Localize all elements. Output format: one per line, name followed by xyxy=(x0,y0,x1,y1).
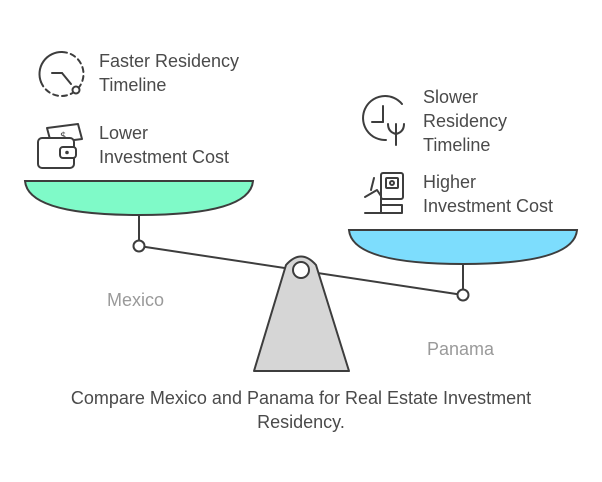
left-item-2-line2: Investment Cost xyxy=(99,147,230,167)
country-label-mexico: Mexico xyxy=(107,290,165,310)
wallet-icon: $ xyxy=(37,123,83,169)
left-item-faster-timeline: Faster Residency Timeline xyxy=(99,49,269,97)
left-pivot xyxy=(132,239,146,253)
left-pan xyxy=(23,180,255,217)
right-item-slower-timeline: Slower Residency Timeline xyxy=(423,85,573,157)
diagram-caption: Compare Mexico and Panama for Real Estat… xyxy=(20,386,582,434)
right-pan xyxy=(347,229,579,266)
right-item-2-line2: Investment Cost xyxy=(423,196,554,216)
country-label-panama: Panama xyxy=(427,339,495,359)
timer-icon xyxy=(38,50,85,97)
fulcrum-pivot xyxy=(292,261,310,279)
hand-money-icon xyxy=(364,172,404,214)
caption-line2: Residency. xyxy=(257,412,345,432)
fulcrum xyxy=(253,255,350,372)
left-item-1-line1: Faster Residency xyxy=(99,51,240,71)
left-item-2-line1: Lower xyxy=(99,123,149,143)
svg-text:$: $ xyxy=(60,131,66,142)
right-item-higher-cost: Higher Investment Cost xyxy=(423,170,593,218)
left-item-lower-cost: Lower Investment Cost xyxy=(99,121,269,169)
caption-line1: Compare Mexico and Panama for Real Estat… xyxy=(70,388,532,408)
left-item-1-line2: Timeline xyxy=(99,75,167,95)
right-item-2-line1: Higher xyxy=(423,172,477,192)
right-item-1-line3: Timeline xyxy=(423,135,491,155)
right-pivot xyxy=(456,288,470,302)
right-item-1-line1: Slower xyxy=(423,87,479,107)
clock-plant-icon xyxy=(362,95,405,146)
right-item-1-line2: Residency xyxy=(423,111,508,131)
